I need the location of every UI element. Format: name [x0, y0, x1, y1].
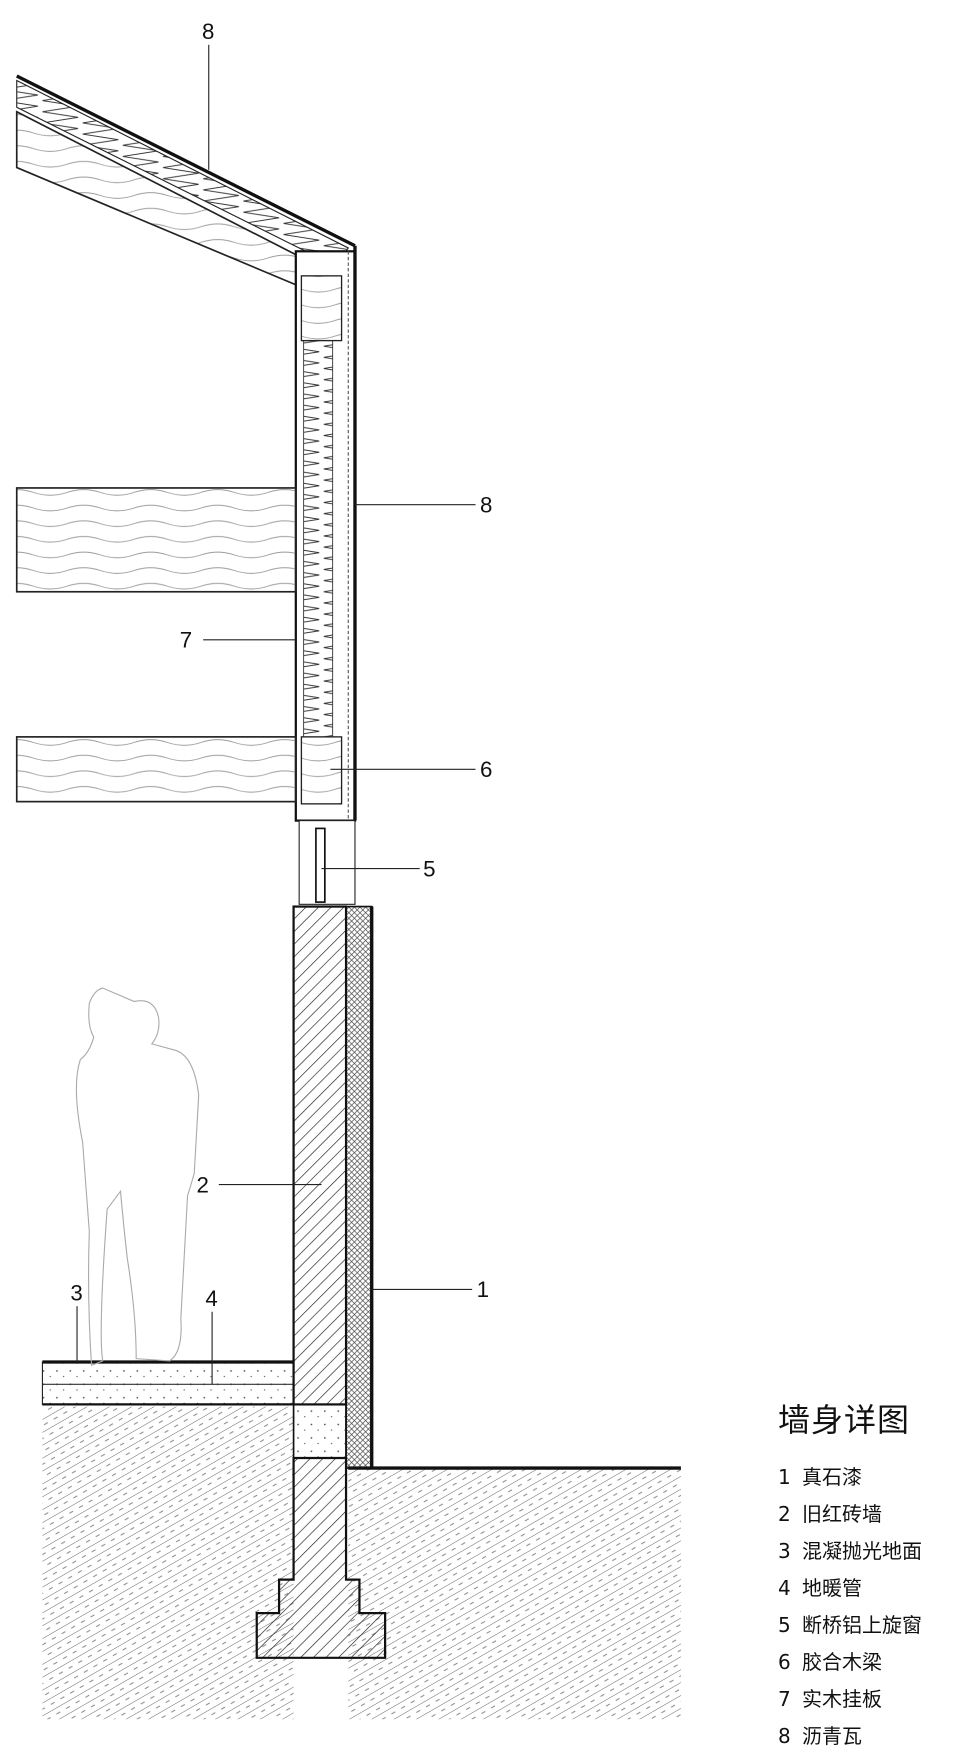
legend: 墙身详图 1 真石漆 2 旧红砖墙 3 混凝抛光地面 4 地暖管 5 断桥铝上旋窗 6 胶合… — [778, 1395, 922, 1755]
callout-3: 3 — [70, 1281, 82, 1306]
leader-lines — [76, 44, 476, 1385]
legend-item: 6 胶合木梁 — [778, 1644, 922, 1681]
timber-floor-slab — [15, 736, 297, 803]
legend-item: 8 沥青瓦 — [778, 1718, 922, 1755]
callout-5: 5 — [423, 856, 435, 881]
callout-2: 2 — [196, 1172, 208, 1197]
legend-num: 5 — [778, 1613, 791, 1637]
legend-item: 4 地暖管 — [778, 1570, 922, 1607]
concrete-floor — [41, 1360, 295, 1406]
legend-label: 实木挂板 — [802, 1687, 882, 1711]
legend-item: 1 真石漆 — [778, 1459, 922, 1496]
legend-num: 7 — [778, 1687, 791, 1711]
legend-num: 1 — [778, 1465, 791, 1489]
callout-8-roof: 8 — [202, 19, 214, 44]
legend-num: 6 — [778, 1650, 791, 1674]
glulam-beam-top — [300, 275, 343, 342]
legend-num: 8 — [778, 1724, 791, 1748]
legend-label: 真石漆 — [802, 1465, 862, 1489]
legend-item: 5 断桥铝上旋窗 — [778, 1607, 922, 1644]
brick-wall — [255, 905, 387, 1659]
callout-8-wall: 8 — [480, 493, 492, 518]
legend-num: 4 — [778, 1576, 791, 1600]
human-figure — [75, 987, 200, 1367]
legend-label: 沥青瓦 — [802, 1724, 862, 1748]
ground — [42, 1406, 681, 1720]
legend-label: 胶合木梁 — [802, 1650, 882, 1674]
legend-item: 7 实木挂板 — [778, 1681, 922, 1718]
legend-label: 旧红砖墙 — [802, 1502, 882, 1526]
legend-label: 混凝抛光地面 — [802, 1539, 922, 1563]
legend-num: 3 — [778, 1539, 791, 1563]
legend-item: 2 旧红砖墙 — [778, 1496, 922, 1533]
timber-wall — [294, 245, 357, 822]
legend-label: 断桥铝上旋窗 — [802, 1613, 922, 1637]
legend-num: 2 — [778, 1502, 791, 1526]
timber-floor-slab — [15, 487, 297, 593]
top-hung-window — [298, 820, 356, 905]
legend-title: 墙身详图 — [778, 1401, 911, 1439]
callout-1: 1 — [477, 1277, 489, 1302]
legend-item: 3 混凝抛光地面 — [778, 1533, 922, 1570]
callout-7: 7 — [180, 628, 192, 653]
roof-assembly — [15, 74, 356, 287]
glulam-beam — [300, 736, 343, 805]
callout-4: 4 — [205, 1286, 217, 1311]
legend-label: 地暖管 — [802, 1576, 862, 1600]
callout-6: 6 — [480, 757, 492, 782]
